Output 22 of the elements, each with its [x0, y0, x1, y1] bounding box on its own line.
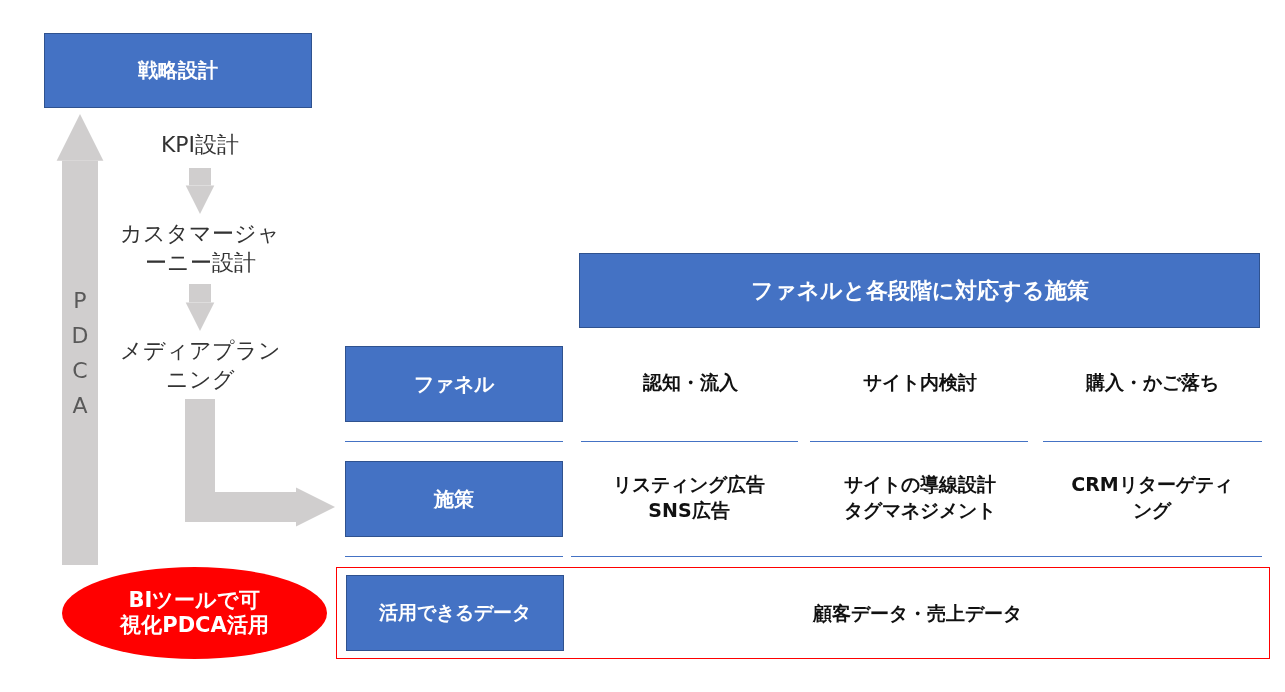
highlight-ellipse: BIツールで可視化PDCA活用 — [62, 567, 327, 659]
cell-text: リスティング広告SNS広告 — [603, 465, 775, 531]
edge-label: PDCA — [70, 286, 90, 421]
arrow — [185, 284, 215, 331]
data-row-frame — [336, 567, 1270, 659]
header-box: 活用できるデータ — [346, 575, 564, 651]
header-box: 施策 — [345, 461, 563, 537]
arrow — [185, 168, 215, 214]
cell-text: サイト内検討 — [820, 362, 1020, 404]
cell-text: 顧客データ・売上データ — [577, 568, 1257, 660]
arrow — [185, 399, 335, 527]
arrow — [56, 114, 104, 565]
step-text: KPI設計 — [110, 128, 290, 162]
step-text: カスタマージャーニー設計 — [110, 218, 290, 280]
cell-text: 認知・流入 — [590, 362, 790, 404]
cell-text: サイトの導線設計タグマネジメント — [841, 465, 999, 531]
step-text: メディアプランニング — [115, 335, 285, 397]
cell-text: CRMリターゲティング — [1066, 465, 1238, 531]
header-box: ファネル — [345, 346, 563, 422]
header-box: ファネルと各段階に対応する施策 — [579, 253, 1260, 328]
cell-text: 購入・かご落ち — [1052, 362, 1252, 404]
header-box: 戦略設計 — [44, 33, 312, 108]
